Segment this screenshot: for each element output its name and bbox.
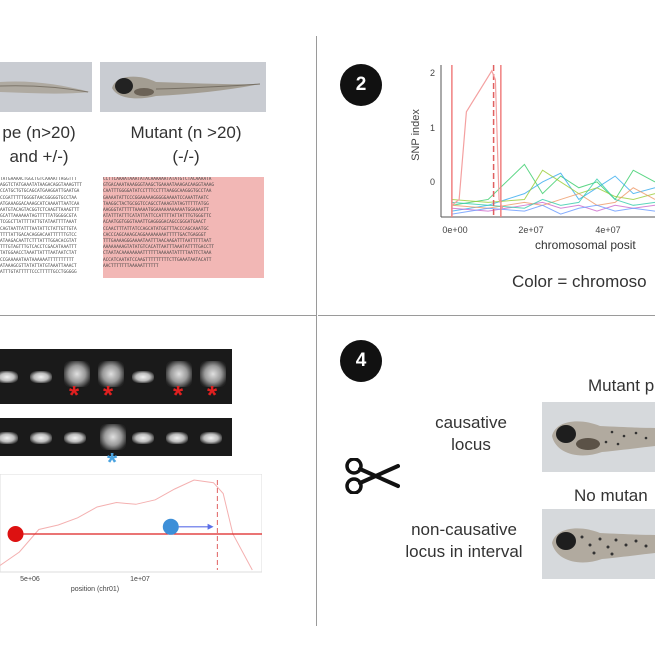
- snp-x-tick-1: 2e+07: [518, 225, 543, 235]
- scissors-icon: [345, 458, 400, 494]
- causative-label-line2: locus: [451, 435, 491, 454]
- blue-marker-dot: [162, 518, 179, 535]
- gel1-band: [30, 371, 52, 383]
- blue-star-marker: *: [107, 447, 118, 477]
- gel1-double-band: [64, 361, 90, 387]
- snp-series-line: [451, 172, 655, 212]
- wildtype-fish-photo: [0, 62, 92, 112]
- gel1-double-band: [200, 361, 226, 387]
- gel1-band: [132, 371, 154, 383]
- snp-series-line: [451, 169, 655, 203]
- mutant-sequence-alignment: CCTTCAAAATAAATATACAAAAAATATATGTCTACAAAAT…: [103, 177, 264, 278]
- mutant-label-line1: Mutant (n >20): [130, 123, 242, 142]
- step-badge-2: 2: [340, 64, 382, 106]
- vertical-divider: [316, 36, 317, 626]
- snp-x-tick-2: 4e+07: [595, 225, 620, 235]
- causative-label-line1: causative: [435, 413, 507, 432]
- snp-series-line: [451, 204, 655, 215]
- no-mutant-phenotype-label: No mutan: [574, 486, 648, 505]
- wildtype-label-line2: and +/-): [9, 147, 69, 166]
- link-curve-line: [0, 479, 253, 571]
- gel2-band: [132, 432, 154, 444]
- mutant-phenotype-label: Mutant p: [588, 376, 655, 395]
- wildtype-sequence-alignment: TATGAAAACTGGCTGTCAAAATTAGGTTT AGGTCTATGA…: [0, 177, 82, 276]
- snp-x-tick-0: 0e+00: [442, 225, 467, 235]
- snp-series-line: [451, 178, 655, 209]
- gel1-band: [0, 371, 18, 383]
- gel2-band: [30, 432, 52, 444]
- snp-y-tick-1: 1: [430, 123, 435, 133]
- mutant-label-line2: (-/-): [172, 147, 200, 166]
- linkage-interval-chart: 5e+06 1e+07 position (chr01): [0, 474, 262, 593]
- noncausative-label-line1: non-causative: [411, 520, 517, 539]
- gel2-band: [200, 432, 222, 444]
- snp-index-chart: SNP index 2 1 0 0e+00 2e+07 4e+07 chromo…: [410, 65, 655, 252]
- link-x-tick-0: 5e+06: [20, 576, 40, 583]
- step-badge-4: 4: [340, 340, 382, 382]
- gel-image-1: [0, 349, 232, 404]
- horizontal-divider-right: [318, 315, 655, 316]
- gel1-double-band: [98, 361, 124, 387]
- snp-y-tick-2: 2: [430, 68, 435, 78]
- red-star-marker: *: [103, 380, 114, 410]
- noncausative-label-line2: locus in interval: [405, 542, 523, 561]
- horizontal-divider-left: [0, 315, 316, 316]
- gel2-band: [0, 432, 18, 444]
- gel1-double-band: [166, 361, 192, 387]
- noncausative-fish-photo: [542, 509, 655, 579]
- snp-y-tick-0: 0: [430, 177, 435, 187]
- red-star-marker: *: [173, 380, 184, 410]
- gel2-band: [64, 432, 86, 444]
- snp-y-axis-label: SNP index: [410, 109, 422, 161]
- link-x-axis-label: position (chr01): [71, 586, 119, 593]
- wildtype-label-line1: pe (n>20): [2, 123, 76, 142]
- red-star-marker: *: [69, 380, 80, 410]
- snp-series-line: [451, 187, 655, 209]
- snp-highlighted-series-line: [451, 69, 504, 209]
- gel2-double-band: [100, 424, 126, 450]
- gel-image-2: [0, 418, 232, 456]
- snp-x-axis-label: chromosomal posit: [535, 238, 636, 252]
- blue-arrow-head: [207, 523, 214, 530]
- mutant-fish-photo: [100, 62, 266, 112]
- red-star-marker: *: [207, 380, 218, 410]
- color-caption: Color = chromoso: [512, 272, 647, 291]
- red-marker-dot: [7, 526, 24, 542]
- gel2-band: [166, 432, 188, 444]
- snp-series-line: [451, 201, 655, 212]
- link-x-tick-1: 1e+07: [130, 576, 150, 583]
- causative-mutant-fish-photo: [542, 402, 655, 472]
